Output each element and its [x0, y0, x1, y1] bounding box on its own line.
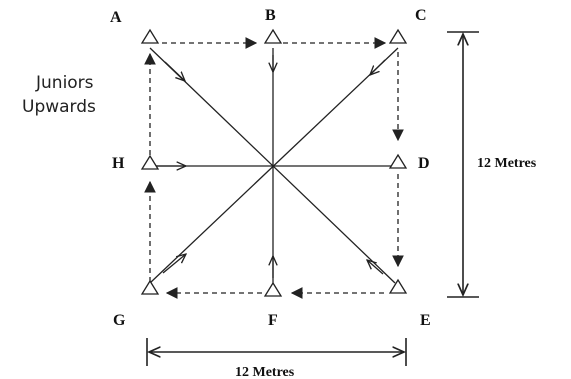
cone-a-triangle-outline-icon	[140, 28, 160, 44]
label-d: D	[418, 155, 430, 172]
label-g: G	[113, 312, 126, 329]
cone-c-triangle-outline-icon	[388, 28, 408, 44]
label-c: C	[415, 7, 427, 24]
cone-f-triangle-outline-icon	[263, 281, 283, 297]
horizontal-measurement	[146, 338, 407, 366]
age-group-title: Juniors Upwards	[22, 73, 96, 117]
label-f: F	[268, 312, 278, 329]
title-line-1: Juniors	[35, 73, 94, 93]
vertical-measurement	[447, 31, 479, 298]
label-e: E	[420, 312, 431, 329]
cone-d-triangle-outline-icon	[388, 153, 408, 169]
vertical-measurement-label: 12 Metres	[477, 156, 537, 171]
cone-g-triangle-outline-icon	[140, 279, 160, 295]
crossing-lines	[149, 47, 399, 284]
solid-line-arrows	[155, 55, 386, 278]
cone-e-triangle-outline-icon	[388, 278, 408, 294]
horizontal-measurement-label: 12 Metres	[235, 365, 295, 379]
title-line-2: Upwards	[22, 97, 96, 117]
cones	[140, 28, 408, 297]
label-a: A	[110, 9, 122, 26]
cone-b-triangle-outline-icon	[263, 28, 283, 44]
cone-h-triangle-outline-icon	[140, 154, 160, 170]
label-h: H	[112, 155, 125, 172]
label-b: B	[265, 7, 276, 24]
dashed-perimeter	[144, 37, 404, 299]
cone-labels: A B C D E F G H	[110, 7, 431, 329]
